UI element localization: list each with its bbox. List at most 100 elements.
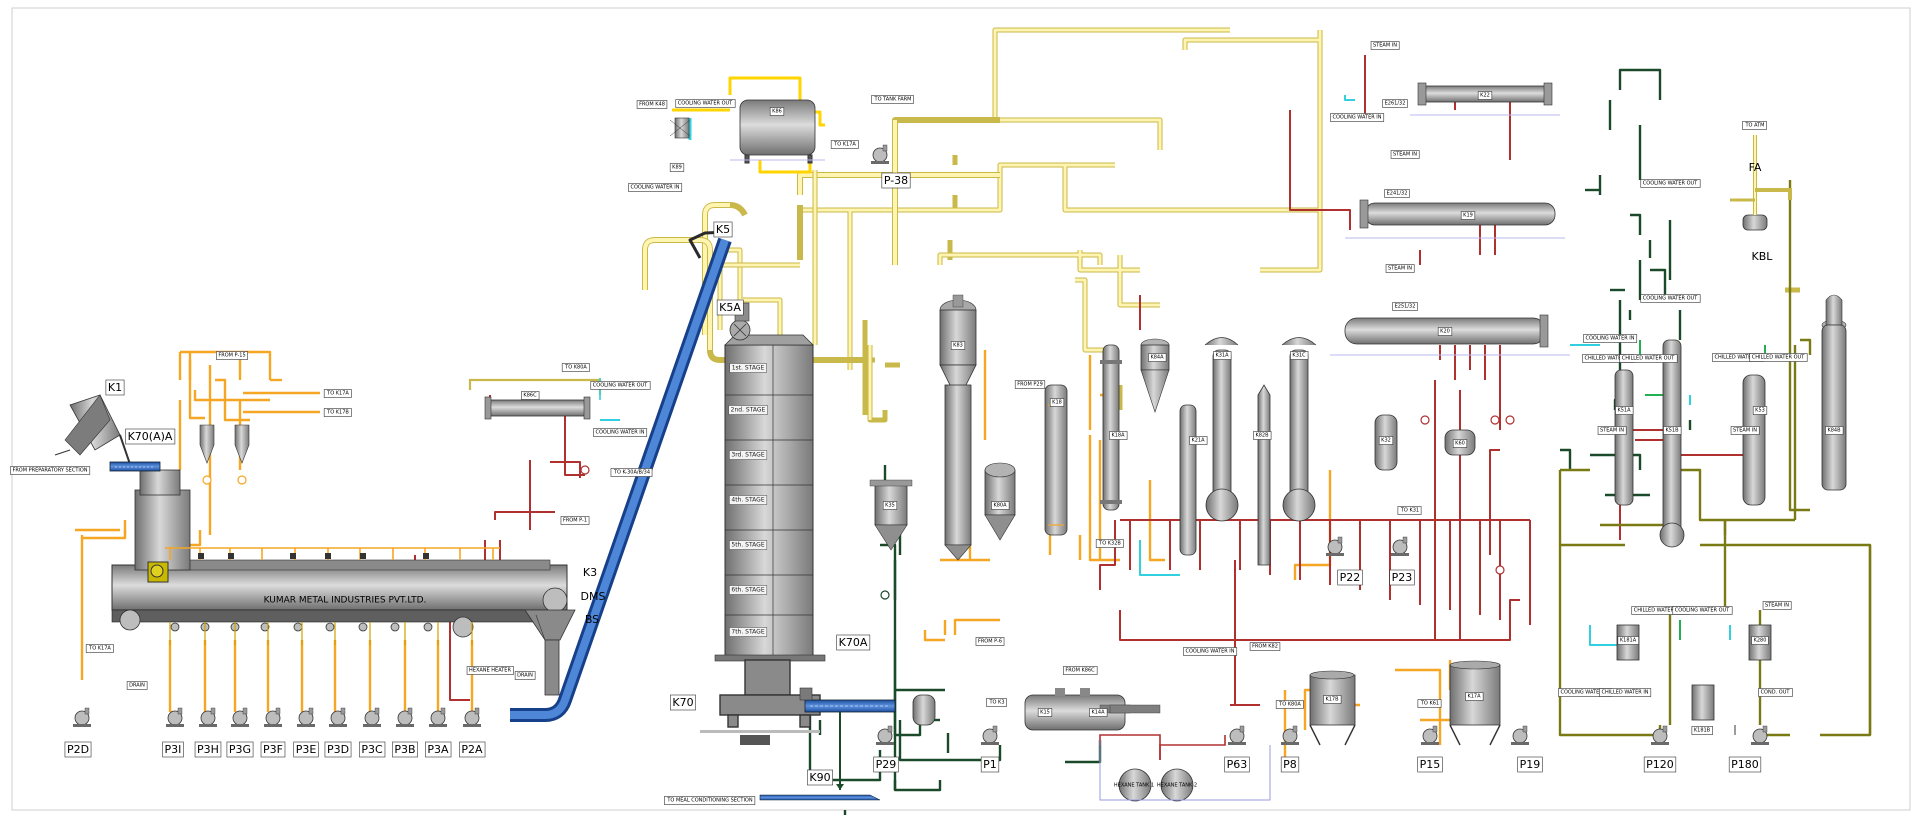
svg-text:P63: P63 [1227,758,1248,771]
tank-k17a [1449,660,1501,746]
note-to-k17a-top: TO K17A [830,140,859,149]
tag-k17b: K17B [1323,695,1342,704]
tag-fa: FA [1749,161,1762,174]
svg-text:CHILLED WATER IN: CHILLED WATER IN [1601,690,1648,696]
extractor-k3 [111,469,576,696]
tag-k31a: K31A [1213,351,1232,360]
note-cond-out: COND. OUT [1758,688,1793,697]
exchanger-k19 [1345,199,1565,239]
tag-k35: K35 [882,501,898,510]
k1-hopper [54,394,133,471]
svg-text:K82B: K82B [1255,433,1269,439]
note-to-k32b: TO K32B [1095,539,1124,548]
svg-text:STEAM IN: STEAM IN [1733,428,1757,434]
tag-k5a: K5A [716,299,744,316]
svg-text:P22: P22 [1340,571,1361,584]
note-steam-in-6: STEAM IN [1762,601,1792,610]
pump-icon [363,707,381,727]
tag-p22: P22 [1337,569,1363,586]
note-to-k61: TO K61 [1417,699,1442,708]
pump-icon [1391,536,1409,556]
svg-text:FROM K82: FROM K82 [1252,644,1278,650]
pump-icon [73,707,91,727]
tag-k14a: K14A [1089,708,1108,717]
tag-p29: P29 [873,756,899,773]
svg-text:K70: K70 [672,696,693,709]
note-to-k17b: TO K17B [323,408,352,417]
note-cooling-water-in: COOLING WATER IN [593,428,648,437]
stage-label: 1st. STAGE [729,363,767,373]
svg-text:CHILLED WATER IN: CHILLED WATER IN [1714,355,1761,361]
tag-p3c: P3C [359,741,386,758]
note-from-k48: FROM K48 [636,100,668,109]
stage-label: 2nd. STAGE [728,405,768,415]
pump-icon [981,725,999,745]
svg-text:K51B: K51B [1665,428,1679,434]
svg-text:FROM P-6: FROM P-6 [978,639,1002,645]
svg-text:7th. STAGE: 7th. STAGE [731,629,764,636]
tag-k86: K86 [769,107,785,116]
svg-text:FROM P-15: FROM P-15 [218,353,245,359]
svg-text:P3H: P3H [197,743,219,756]
svg-text:FROM P-1: FROM P-1 [563,518,587,524]
svg-text:K84A: K84A [1150,355,1164,361]
svg-text:TO K17A: TO K17A [833,142,856,148]
svg-text:K31A: K31A [1215,353,1229,359]
svg-text:K84B: K84B [1827,428,1841,434]
tag-k17a: K17A [1465,692,1484,701]
note-from-p15: FROM P-15 [216,351,248,360]
svg-text:CHILLED WATER IN: CHILLED WATER IN [1584,356,1631,362]
note-steam-in-5: STEAM IN [1730,426,1760,435]
tag-k280: K280 [1751,636,1769,645]
note-cooling-water-out-2: COOLING WATER OUT [675,99,736,108]
tag-bs: BS [585,613,599,626]
svg-text:K83: K83 [953,343,963,349]
tag-p3h: P3H [194,741,222,758]
tag-p1: P1 [980,756,1000,773]
svg-text:TO K3: TO K3 [988,700,1004,706]
svg-text:CHILLED WATER OUT: CHILLED WATER OUT [1634,608,1687,614]
svg-text:COOLING WATER OUT: COOLING WATER OUT [593,383,648,389]
note-hexane-heater: HEXANE HEATER [466,666,514,675]
svg-text:P3F: P3F [263,743,283,756]
svg-text:FROM K86C: FROM K86C [1065,668,1095,674]
svg-text:P3B: P3B [394,743,415,756]
svg-text:5th. STAGE: 5th. STAGE [731,542,764,549]
svg-text:KUMAR METAL INDUSTRIES PVT.LTD: KUMAR METAL INDUSTRIES PVT.LTD. [264,596,427,606]
svg-text:COOLING WATER OUT: COOLING WATER OUT [1643,181,1698,187]
svg-text:COOLING WATER IN: COOLING WATER IN [1332,115,1381,121]
k70a-top-conveyor [109,461,161,472]
note-hexane-tank-1: HEXANE TANK 1 [1114,783,1154,789]
note-from-p6: FROM P-6 [975,637,1005,646]
column-k51b [1659,339,1685,548]
tag-k31c: K31C [1290,351,1309,360]
tag-p180: P180 [1728,756,1762,773]
note-cooling-water-out-3: COOLING WATER OUT [1640,179,1701,188]
pump-icon [1326,536,1344,556]
tag-p120: P120 [1643,756,1677,773]
svg-text:TO MEAL CONDITIONING SECTION: TO MEAL CONDITIONING SECTION [666,798,753,804]
svg-text:FROM P29: FROM P29 [1017,382,1043,388]
note-cooling-water-in-3: COOLING WATER IN [1183,647,1238,656]
column-k53 [1742,374,1766,506]
tag-k32: K32 [1378,436,1394,445]
tag-p38: P-38 [881,172,911,189]
pump-icon [1651,725,1669,745]
tag-k20: K20 [1437,327,1453,336]
tag-p19: P19 [1517,756,1543,773]
pump-icon [231,707,249,727]
tag-k51a: K51A [1615,406,1634,415]
tag-k5: K5 [713,221,733,238]
tag-k21a: K21A [1189,436,1208,445]
svg-text:STEAM IN: STEAM IN [1388,266,1412,272]
tag-k70: K70 [670,694,696,711]
svg-text:K280: K280 [1754,638,1767,644]
tag-k51b: K51B [1663,426,1682,435]
svg-text:P1: P1 [983,758,997,771]
tag-e251: E251/32 [1392,302,1418,311]
svg-text:COND. OUT: COND. OUT [1761,690,1791,696]
svg-text:E241/32: E241/32 [1387,191,1408,197]
tag-p23: P23 [1389,569,1415,586]
tag-k82b: K82B [1253,431,1272,440]
